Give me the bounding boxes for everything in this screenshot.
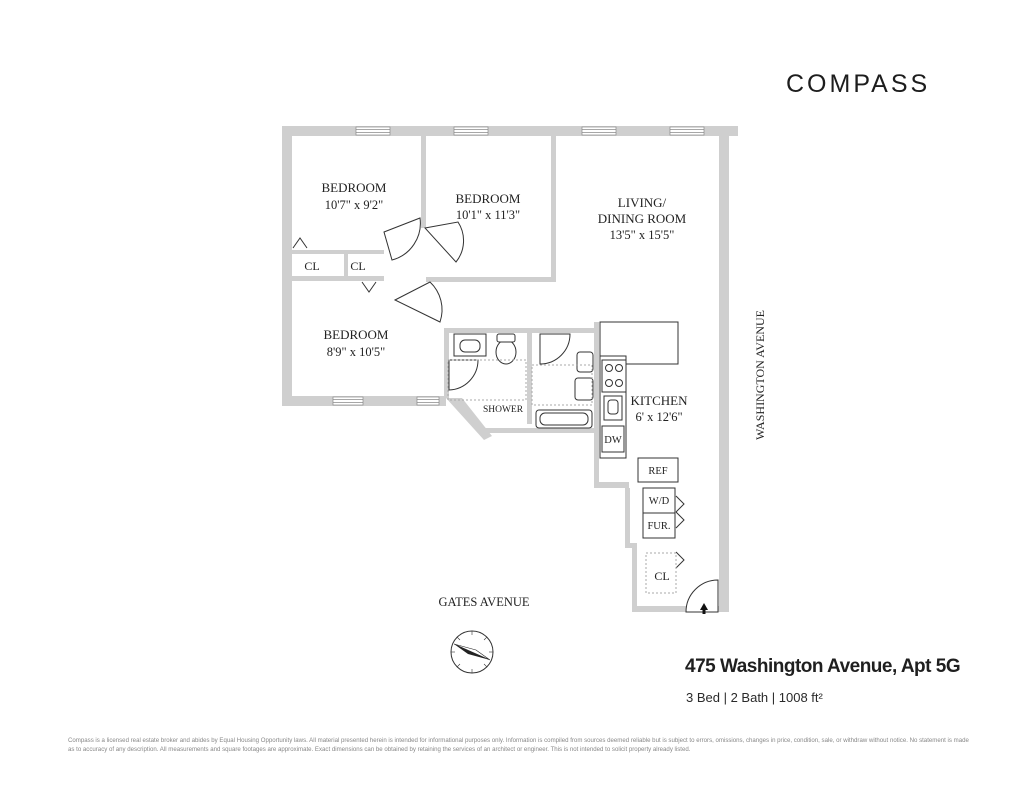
bedroom-b-name: BEDROOM (455, 191, 520, 206)
refrigerator-label: REF (648, 466, 667, 477)
washer-dryer-label: W/D (649, 496, 670, 507)
listing-address: 475 Washington Avenue, Apt 5G (685, 656, 961, 677)
bedroom-c-dims: 8'9" x 10'5" (327, 345, 385, 359)
bedroom-a-name: BEDROOM (321, 180, 386, 195)
living-name-line1: LIVING/ (618, 195, 667, 210)
gates-avenue-label: GATES AVENUE (438, 595, 529, 609)
kitchen-fixtures (599, 321, 679, 594)
bedroom-a-dims: 10'7" x 9'2" (325, 198, 383, 212)
legal-disclaimer: Compass is a licensed real estate broker… (68, 737, 969, 753)
compass-rose-icon (450, 630, 494, 674)
bedroom-b-dims: 10'1" x 11'3" (456, 208, 520, 222)
shower-label: SHOWER (483, 405, 524, 415)
bedroom-c-name: BEDROOM (323, 327, 388, 342)
entry-arrow-icon (700, 603, 708, 614)
walls (282, 126, 738, 612)
washington-avenue-label: WASHINGTON AVENUE (753, 310, 767, 440)
windows (332, 126, 705, 406)
listing-specs: 3 Bed | 2 Bath | 1008 ft² (686, 690, 823, 705)
living-name-line2: DINING ROOM (598, 211, 687, 226)
compass-logo: COMPASS (786, 70, 931, 98)
closet-label-2: CL (350, 259, 365, 273)
closet-label-1: CL (304, 259, 319, 273)
furnace-label: FUR. (647, 521, 670, 532)
dishwasher-label: DW (604, 435, 622, 446)
kitchen-dims: 6' x 12'6" (635, 410, 682, 424)
bath-fixtures (447, 333, 594, 429)
room-labels: BEDROOM 10'7" x 9'2" BEDROOM 10'1" x 11'… (304, 180, 767, 609)
closet-label-3: CL (654, 569, 669, 583)
doors (292, 217, 719, 613)
kitchen-name: KITCHEN (630, 393, 688, 408)
living-dims: 13'5" x 15'5" (610, 228, 675, 242)
